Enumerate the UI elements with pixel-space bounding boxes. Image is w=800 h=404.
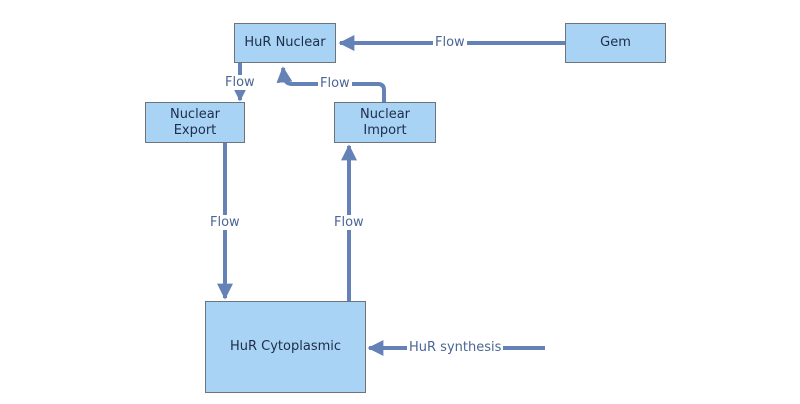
edge-label-export-to-cytoplasmic: Flow	[208, 215, 242, 230]
edge-label-nuclear-to-export: Flow	[223, 75, 257, 90]
edge-label-cytoplasmic-to-import: Flow	[332, 215, 366, 230]
edge-label-synthesis: HuR synthesis	[407, 340, 504, 355]
node-gem[interactable]: Gem	[565, 23, 666, 63]
edge-label-gem-to-nuclear: Flow	[433, 35, 467, 50]
edge-label-import-to-nuclear: Flow	[318, 76, 352, 91]
node-nuclear-import[interactable]: Nuclear Import	[334, 102, 436, 143]
node-hur-nuclear-label: HuR Nuclear	[244, 35, 326, 50]
node-hur-cytoplasmic[interactable]: HuR Cytoplasmic	[205, 301, 366, 393]
node-hur-nuclear[interactable]: HuR Nuclear	[234, 23, 336, 63]
node-nuclear-import-label: Nuclear Import	[359, 106, 411, 138]
node-hur-cytoplasmic-label: HuR Cytoplasmic	[229, 339, 342, 354]
node-nuclear-export-label: Nuclear Export	[169, 106, 221, 138]
node-gem-label: Gem	[600, 35, 631, 50]
node-nuclear-export[interactable]: Nuclear Export	[145, 102, 245, 143]
